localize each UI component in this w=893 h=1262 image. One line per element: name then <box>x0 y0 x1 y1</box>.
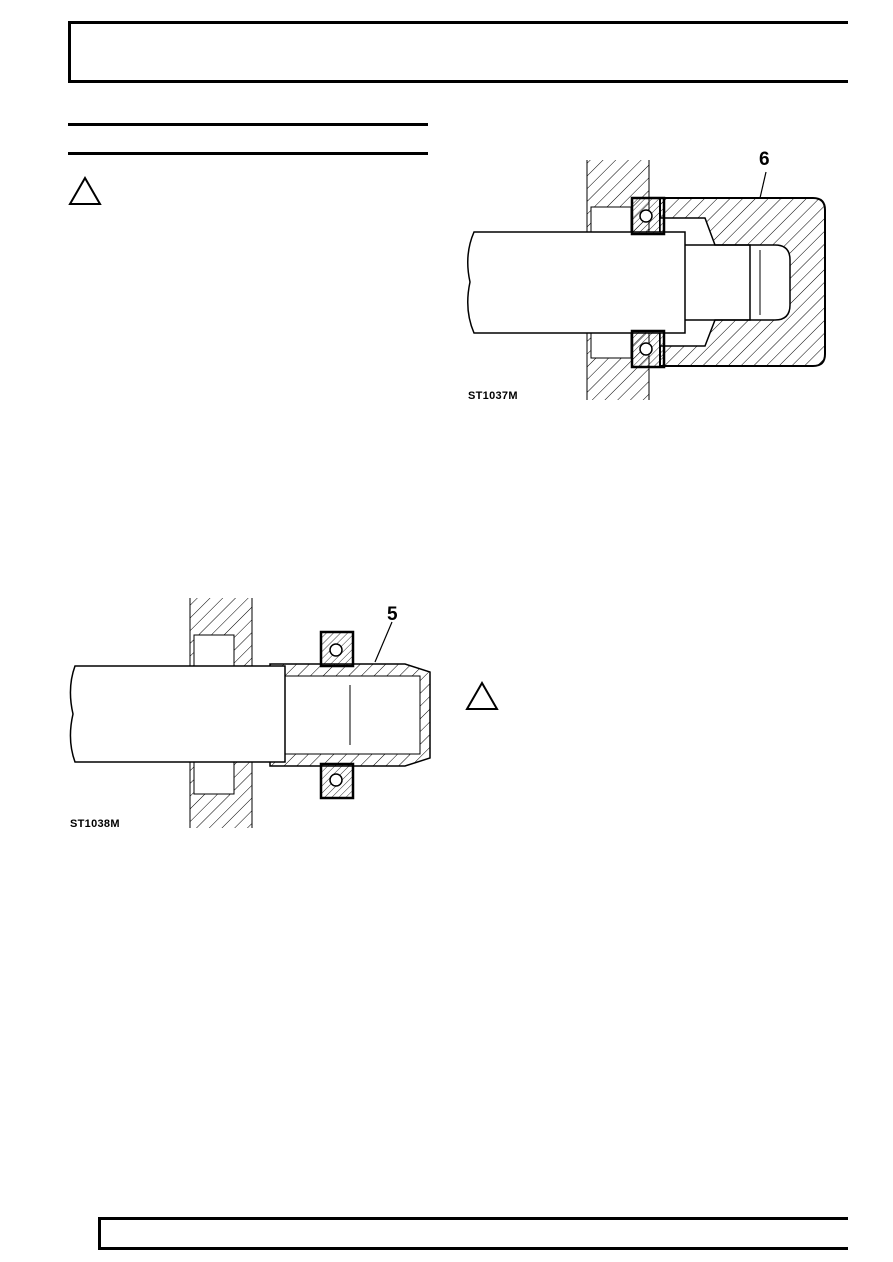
page-header-frame <box>68 21 848 83</box>
page-footer-frame <box>98 1217 848 1250</box>
caution-triangle-icon <box>68 175 102 205</box>
figure-code-bottom: ST1038M <box>70 818 120 830</box>
section-rule-bottom <box>68 152 428 155</box>
seal-guide-diagram <box>69 598 431 828</box>
callout-6: 6 <box>759 149 770 170</box>
callout-5: 5 <box>387 604 398 625</box>
seal-installer-diagram <box>467 160 826 400</box>
caution-triangle-icon <box>465 680 499 710</box>
section-rule-top <box>68 123 428 126</box>
figure-code-top: ST1037M <box>468 390 518 402</box>
